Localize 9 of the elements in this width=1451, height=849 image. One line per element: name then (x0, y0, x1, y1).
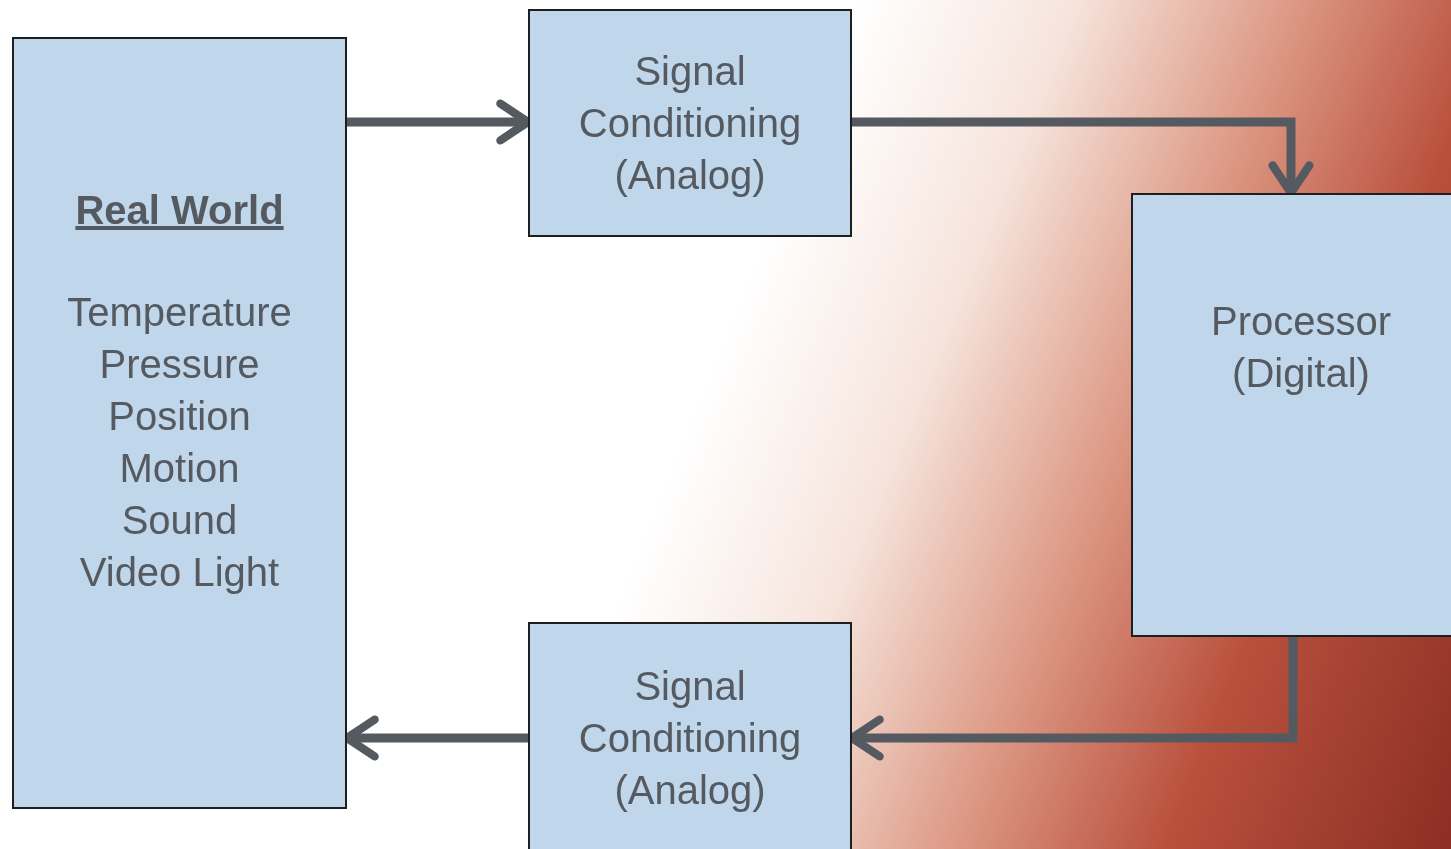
box-text: Temperature Pressure Position Motion Sound Video Light (67, 289, 292, 596)
process-box (528, 9, 852, 237)
box-text: Signal Conditioning (Analog) (578, 663, 802, 814)
box-text: Processor (Digital) (1210, 298, 1392, 397)
process-box (528, 622, 852, 849)
process-box (1131, 193, 1451, 637)
box-heading: Real World (75, 187, 284, 234)
box-text: Signal Conditioning (Analog) (578, 48, 802, 199)
process-box (12, 37, 347, 809)
